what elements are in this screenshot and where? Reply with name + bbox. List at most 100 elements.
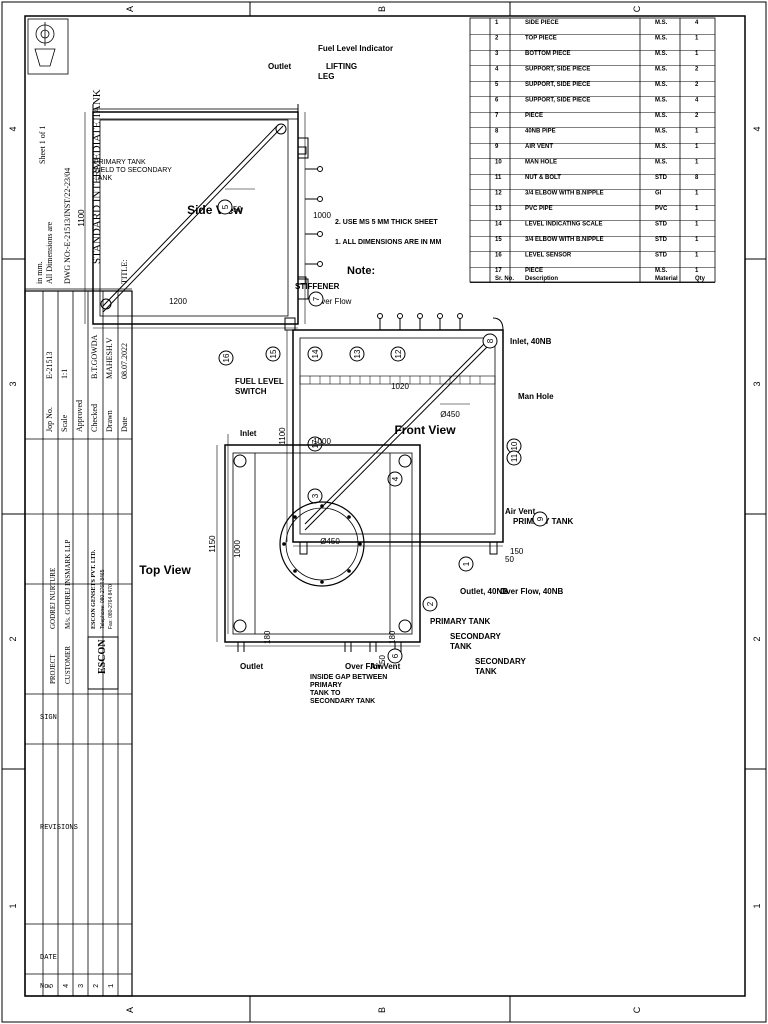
balloon-5: 5 [221, 204, 230, 209]
gap-note-4: SECONDARY TANK [310, 698, 375, 705]
side-view-inner [99, 119, 289, 317]
bom-cell: M.S. [655, 160, 668, 166]
job-label: Jop No. [45, 407, 54, 432]
front-dim-dia: Ø450 [440, 410, 460, 419]
drawn-label: Drawn [105, 410, 114, 432]
bom-cell: 13 [495, 206, 502, 212]
bom-cell: M.S. [655, 113, 668, 119]
bom-cell: STD [655, 175, 668, 181]
company-address-2: Fax: 080-2764 8470 [108, 584, 114, 629]
bom-cell: 2 [695, 82, 699, 88]
fuel-level-indicator-label: Fuel Level Indicator [318, 44, 393, 53]
checked-label: Checked [90, 404, 99, 432]
fuel-level-switch-2: SWITCH [235, 387, 267, 396]
bom-cell: 4 [695, 20, 699, 26]
bom-cell: TOP PIECE [525, 36, 557, 42]
bom-cell: 8 [695, 175, 699, 181]
bom-cell: M.S. [655, 82, 668, 88]
zone-col-b-b: B [377, 6, 387, 12]
zone-row-3b: 3 [752, 381, 762, 386]
bom-cell: 5 [495, 82, 499, 88]
bom-cell: PIECE [525, 268, 543, 274]
bom-cell: SUPPORT, SIDE PIECE [525, 82, 590, 88]
front-dim-50: 50 [505, 555, 514, 564]
bom-cell: M.S. [655, 129, 668, 135]
top-view-inner [232, 452, 413, 635]
bom-cell: M.S. [655, 51, 668, 57]
top-view-title: Top View [139, 563, 191, 577]
top-view-text: 1150 1000 1000 Ø450 180 180 50 Top View … [139, 377, 501, 705]
zone-col-c: C [632, 1006, 642, 1013]
bom-cell: 1 [695, 222, 699, 228]
customer-value: M/s. GODREJ INSMARK LLP [64, 539, 72, 629]
balloon-13: 13 [353, 349, 362, 358]
zone-col-b: B [377, 1007, 387, 1013]
bom-cell: BOTTOM PIECE [525, 51, 571, 57]
gap-note-3: TANK TO [310, 690, 341, 697]
front-overflow-label: Over Flow, 40NB [500, 587, 564, 596]
bom-header: Qty [695, 276, 706, 282]
bom-cell: M.S. [655, 268, 668, 274]
bom-cell: 1 [695, 206, 699, 212]
bom-cell: STD [655, 253, 668, 259]
side-dim-1200: 1200 [169, 297, 187, 306]
bom-cell: 40NB PIPE [525, 129, 556, 135]
scale-value: 1:1 [60, 369, 69, 379]
bom-cell: LEVEL INDICATING SCALE [525, 222, 602, 228]
side-dim-1000: 1000 [313, 211, 331, 220]
man-hole-label: Man Hole [518, 392, 554, 401]
balloon-14: 14 [311, 349, 320, 358]
bom-cell: 4 [695, 98, 699, 104]
front-view [284, 313, 504, 555]
bom-cell: 9 [495, 144, 499, 150]
bom-cell: 1 [695, 253, 699, 259]
bom-cell: 1 [695, 36, 699, 42]
date-value: 08.07.2022 [120, 343, 129, 379]
front-inlet-label: Inlet, 40NB [510, 337, 552, 346]
stiffener-label: STIFFENER [295, 282, 340, 291]
rev-no-4: 4 [63, 984, 71, 988]
bom-cell: 2 [495, 36, 499, 42]
bom-cell: 1 [695, 51, 699, 57]
bom-cell: 6 [495, 98, 499, 104]
top-dim-50: 50 [378, 655, 387, 664]
dims-note-1: All Dimensions are [45, 221, 54, 284]
front-dim-1100: 1100 [278, 427, 287, 445]
bom-cell: SUPPORT, SIDE PIECE [525, 98, 590, 104]
rev-no-2: 2 [93, 984, 101, 988]
top-dim-1000: 1000 [313, 437, 331, 446]
projection-symbol [27, 18, 69, 75]
front-dim-150: 150 [510, 547, 524, 556]
primary-tank-weld-1: PRIMARY TANK [94, 159, 146, 166]
bom-cell: 3 [495, 51, 499, 57]
side-view-title: Side View [187, 203, 243, 217]
top-air-vent-label: Air Vent [370, 662, 401, 671]
fuel-level-switch-1: FUEL LEVEL [235, 377, 284, 386]
balloon-17: 17 [311, 439, 320, 448]
bom-header: Description [525, 276, 558, 282]
zone-col-c-b: C [632, 5, 642, 12]
sheet-number: Sheet 1 of 1 [38, 126, 47, 164]
rev-header-revisions: REVISIONS [40, 824, 78, 832]
bom-cell: 8 [495, 129, 499, 135]
balloon-4: 4 [391, 476, 400, 481]
side-dim-1100: 1100 [77, 209, 86, 227]
bom-cell: STD [655, 237, 668, 243]
bom-table [469, 17, 716, 283]
notes-title: Note: [347, 265, 375, 277]
bom-cell: 3/4 ELBOW WITH B.NIPPLE [525, 191, 604, 197]
bom-cell: 2 [695, 67, 699, 73]
front-dim-1020: 1020 [391, 382, 409, 391]
bom-cell: AIR VENT [525, 144, 553, 150]
bom-cell: 1 [495, 20, 499, 26]
bom-cell: 11 [495, 175, 502, 181]
bom-cell: M.S. [655, 67, 668, 73]
balloon-3: 3 [311, 493, 320, 498]
zone-labels: 1 2 3 4 1 2 3 4 A B C A B C [8, 5, 762, 1013]
primary-tank-weld-3: TANK [94, 175, 112, 182]
zone-row-4b: 4 [752, 126, 762, 131]
